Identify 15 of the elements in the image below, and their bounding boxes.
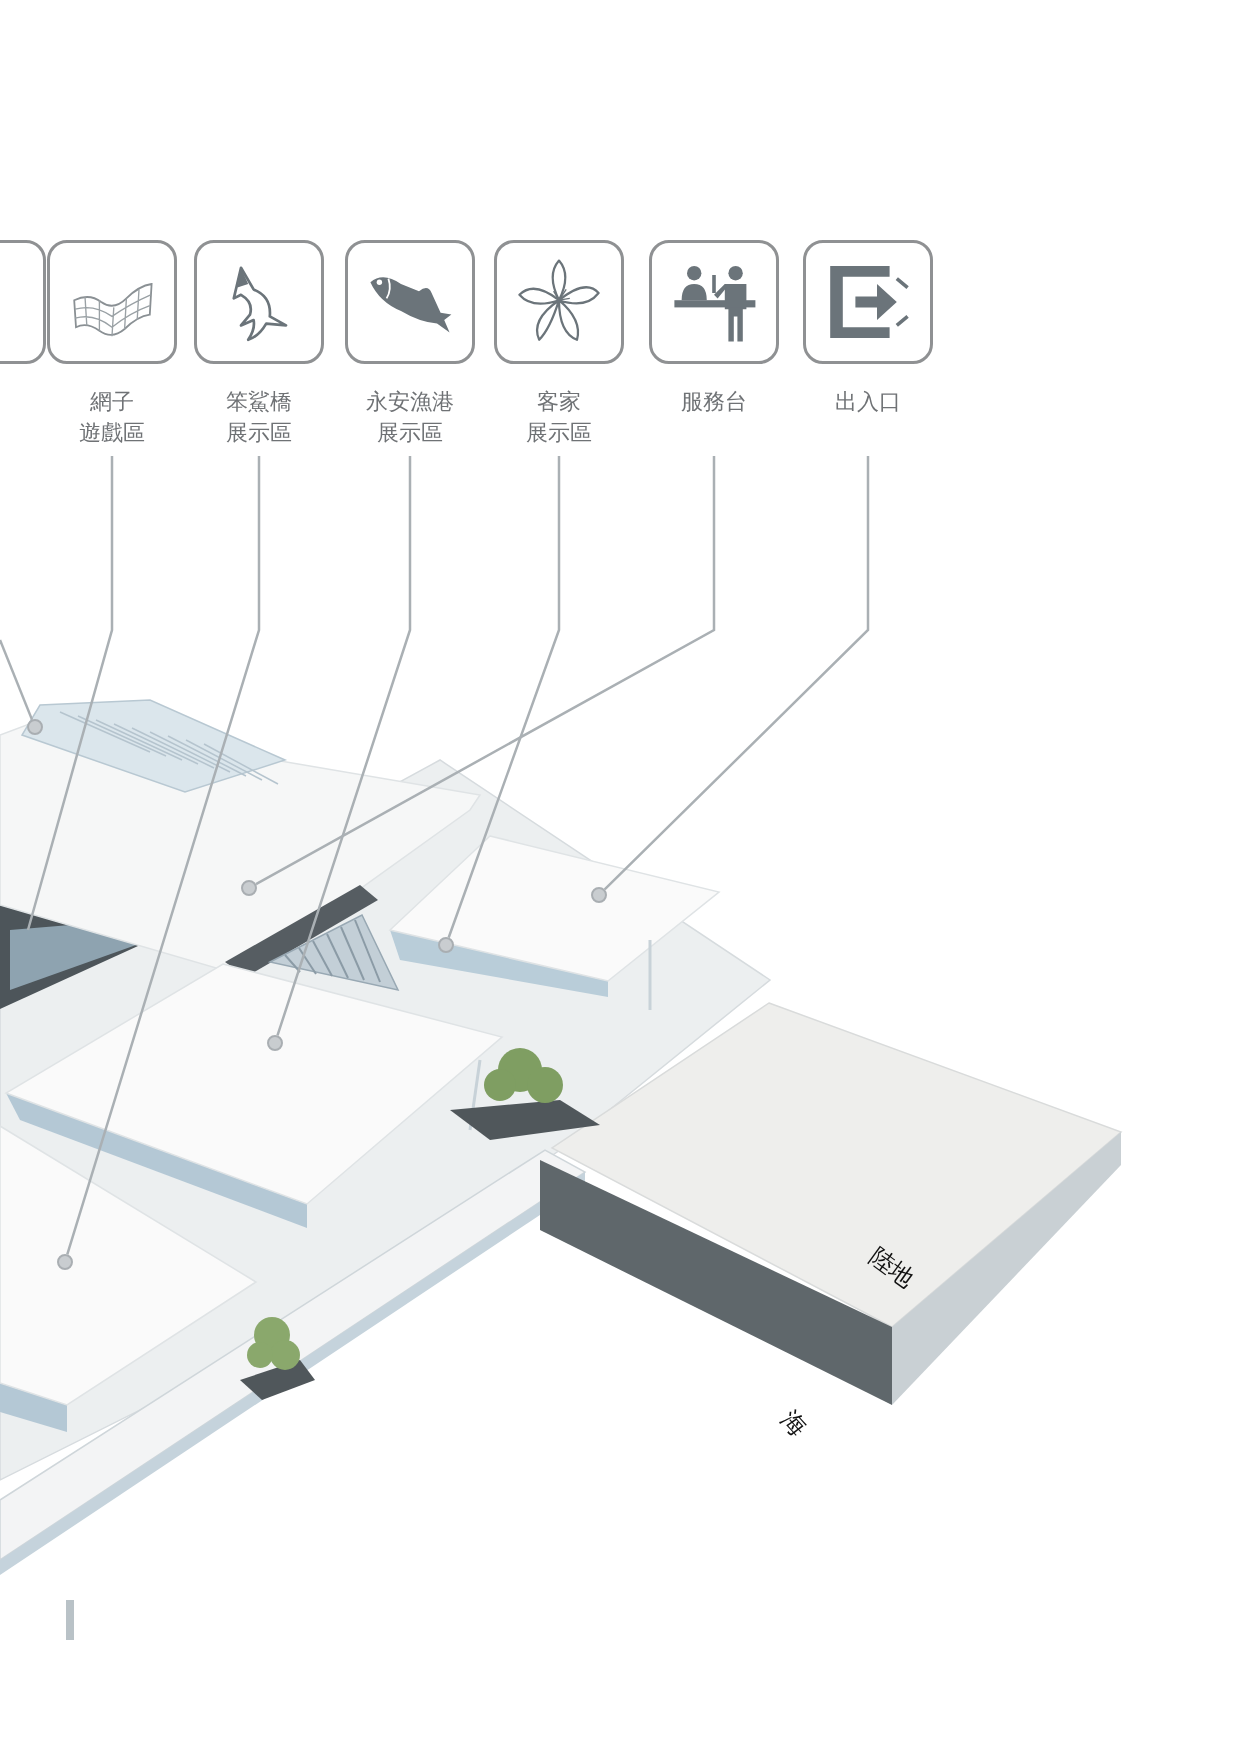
area-label: 出入口	[835, 388, 901, 416]
area-label: 永安漁港展示區	[366, 388, 454, 447]
leader-dot	[27, 719, 43, 735]
leader-line	[26, 456, 114, 931]
leader-line	[276, 456, 412, 1036]
area-label: 客家展示區	[526, 388, 592, 447]
area-label: 笨鯊橋展示區	[226, 388, 292, 447]
leader-line	[0, 639, 34, 721]
area-label: 海	[774, 1404, 814, 1444]
area-label: 陸地	[863, 1241, 921, 1296]
area-label: 網子遊戲區	[79, 388, 145, 447]
leader-line	[255, 456, 716, 886]
leader-line	[66, 456, 261, 1255]
area-label: 服務台	[681, 388, 747, 416]
leader-line	[603, 456, 870, 891]
